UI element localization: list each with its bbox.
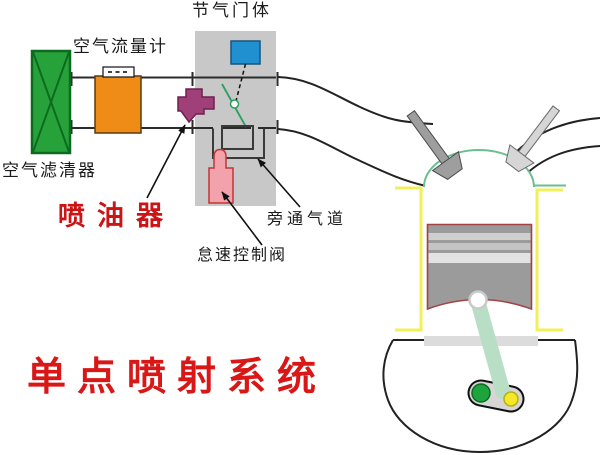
- injector-arrow: [146, 124, 186, 199]
- throttle-body-label: 节气门体: [192, 1, 272, 20]
- diagram-title: 单点喷射系统: [27, 356, 328, 399]
- throttle-sensor: [230, 40, 261, 65]
- fuel-injector-label: 喷油器: [58, 201, 175, 231]
- idle-control-valve-label: 怠速控制阀: [197, 247, 288, 264]
- piston-ring: [428, 243, 531, 250]
- connecting-rod: [470, 292, 511, 400]
- piston-ring: [428, 233, 531, 240]
- piston-ring: [428, 253, 531, 263]
- air-filter-label: 空气滤清器: [2, 161, 97, 180]
- air-flow-meter: [94, 66, 142, 134]
- idle-control-valve: [208, 148, 234, 204]
- intake-valve: [406, 110, 463, 180]
- piston: [426, 223, 533, 311]
- sensor-linkage: [235, 63, 247, 102]
- crankcase-opening: [424, 336, 538, 346]
- idle-valve-arrow: [221, 191, 263, 246]
- air-filter: [30, 49, 72, 155]
- bypass-passage-label: 旁通气道: [267, 211, 348, 228]
- crank-journal: [471, 383, 491, 403]
- annotation-arrows: [146, 124, 301, 246]
- bypass-passage: [212, 125, 265, 159]
- throttle-shaft: [229, 99, 240, 109]
- piston-pin: [468, 290, 488, 310]
- air-flow-meter-label: 空气流量计: [73, 37, 168, 56]
- exhaust-valve: [505, 105, 561, 173]
- crank-assembly: [467, 290, 525, 413]
- cylinder-wall: [395, 186, 563, 332]
- intake-duct: [70, 72, 279, 134]
- crank-pin: [503, 391, 519, 407]
- throttle-plate: [221, 63, 247, 128]
- intake-pipe: [277, 76, 434, 187]
- bypass-arrow: [257, 158, 301, 208]
- fuel-injector: [177, 88, 215, 124]
